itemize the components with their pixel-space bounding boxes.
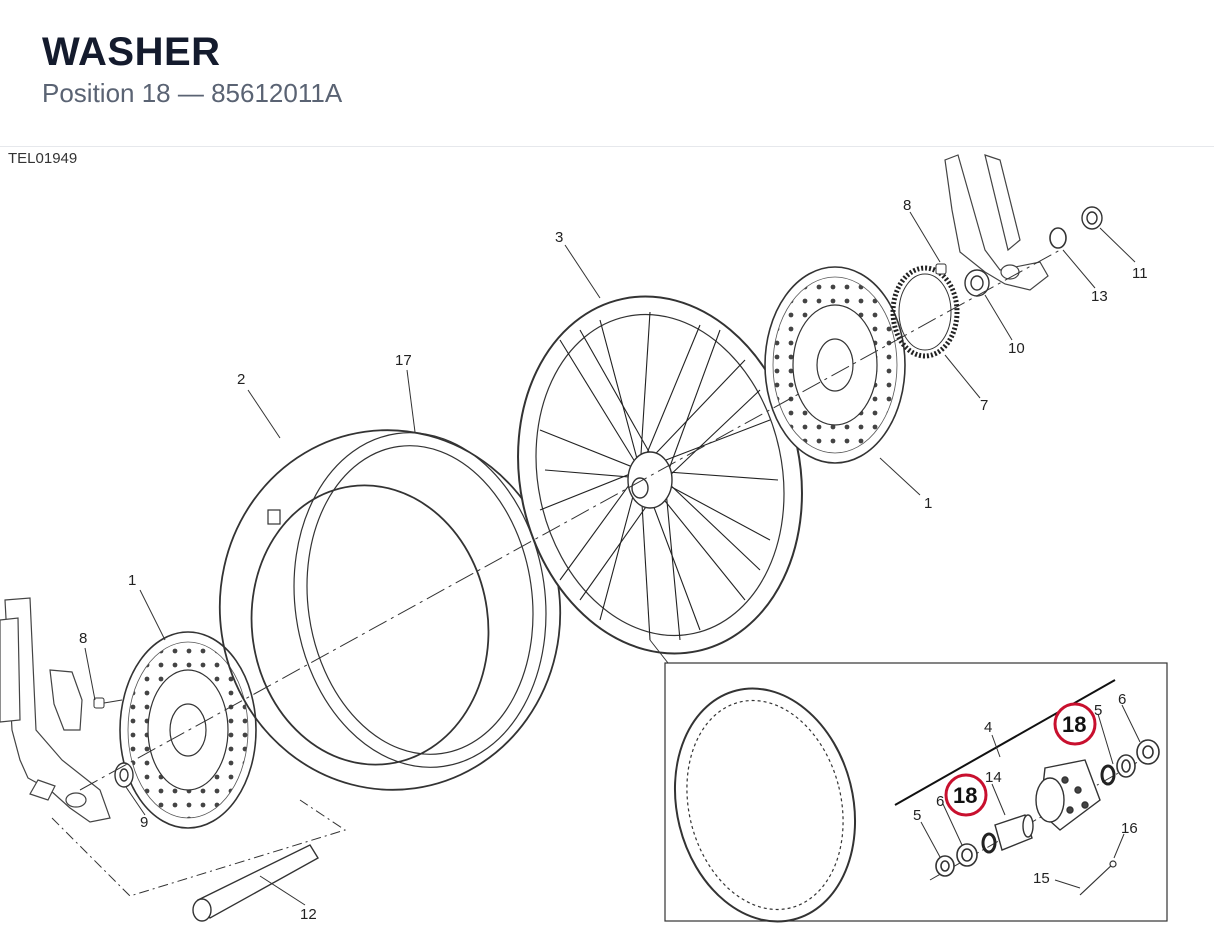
callout-16: 16 bbox=[1121, 820, 1138, 837]
spoked-wheel bbox=[517, 295, 803, 655]
callout-6-left: 6 bbox=[936, 793, 944, 810]
callout-5-left: 5 bbox=[913, 807, 921, 824]
inner-tube bbox=[267, 432, 547, 768]
hub-detail-inset bbox=[649, 639, 1168, 923]
left-fork-leg bbox=[0, 597, 111, 823]
callout-18-right[interactable]: 18 bbox=[1062, 712, 1086, 737]
callout-4: 4 bbox=[984, 719, 992, 736]
highlight-circle-18b[interactable] bbox=[944, 773, 988, 817]
seal-right bbox=[1136, 739, 1160, 765]
callout-5-right: 5 bbox=[1094, 702, 1102, 719]
position-subtitle: Position 18 — 85612011A bbox=[42, 78, 343, 108]
right-bolt bbox=[935, 263, 947, 275]
callout-9: 9 bbox=[140, 814, 148, 831]
bearing-right bbox=[1116, 754, 1136, 778]
right-brake-disc bbox=[764, 266, 906, 464]
leader-lines bbox=[84, 211, 1136, 906]
hub-axis-rod bbox=[894, 679, 1116, 806]
callout-7: 7 bbox=[980, 397, 988, 414]
axle-nut bbox=[1081, 206, 1103, 230]
drawing-code: TEL01949 bbox=[8, 150, 78, 167]
axle bbox=[192, 844, 319, 922]
callout-14: 14 bbox=[985, 769, 1002, 786]
left-brake-disc bbox=[119, 631, 257, 829]
callout-10: 10 bbox=[1008, 340, 1025, 357]
inset-rim bbox=[673, 687, 857, 923]
callout-17: 17 bbox=[395, 352, 412, 369]
axle-centerline bbox=[51, 799, 347, 897]
page-title: WASHER bbox=[42, 30, 221, 74]
left-bolt bbox=[93, 697, 123, 709]
callout-2: 2 bbox=[237, 371, 245, 388]
callout-1-left: 1 bbox=[128, 572, 136, 589]
hub-centerline bbox=[929, 754, 1151, 881]
callout-8-left: 8 bbox=[79, 630, 87, 647]
bearing-left bbox=[956, 843, 978, 867]
callout-labels: 1 8 9 12 2 17 3 1 7 10 8 13 11 4 5 6 14 … bbox=[79, 197, 1148, 923]
circlip bbox=[1049, 227, 1067, 249]
hub-body bbox=[1035, 759, 1101, 831]
washer-right-highlighted[interactable] bbox=[1100, 764, 1116, 786]
right-spacer bbox=[964, 269, 990, 297]
callout-6-right: 6 bbox=[1118, 691, 1126, 708]
callout-1-right: 1 bbox=[924, 495, 932, 512]
right-fork-leg bbox=[944, 154, 1049, 291]
callout-11: 11 bbox=[1132, 265, 1148, 282]
left-spacer bbox=[114, 762, 134, 788]
callout-15: 15 bbox=[1033, 870, 1050, 887]
highlight-circle-18a[interactable] bbox=[1053, 702, 1097, 746]
page-header: WASHER Position 18 — 85612011A bbox=[0, 0, 1214, 147]
spoke-nipple-pin bbox=[1079, 860, 1117, 896]
main-centerline bbox=[79, 249, 1061, 791]
callout-12: 12 bbox=[300, 906, 317, 923]
washer-left-highlighted[interactable] bbox=[981, 832, 997, 854]
seal-left bbox=[935, 855, 955, 877]
abs-tone-ring bbox=[890, 265, 960, 359]
callout-13: 13 bbox=[1091, 288, 1108, 305]
callout-3: 3 bbox=[555, 229, 563, 246]
callout-18-left[interactable]: 18 bbox=[953, 783, 977, 808]
inset-leader-lines bbox=[920, 704, 1141, 889]
callout-8-right: 8 bbox=[903, 197, 911, 214]
distance-spacer bbox=[994, 814, 1034, 851]
